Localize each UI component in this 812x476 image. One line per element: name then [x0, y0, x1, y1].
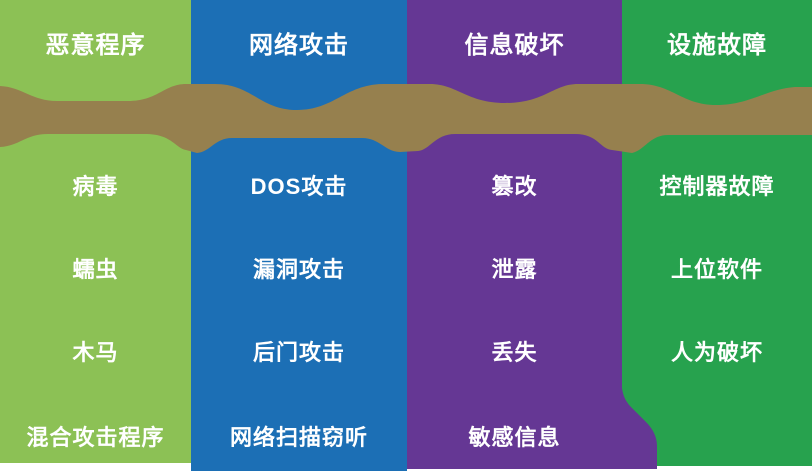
column-bg-malware	[0, 0, 191, 463]
column-bg-network-attack	[191, 0, 407, 471]
purple-bottom-bulge	[622, 388, 657, 469]
ribbon-band	[0, 84, 812, 153]
column-bg-info-destruction	[407, 0, 622, 469]
column-bg-facility-failure	[622, 0, 812, 466]
